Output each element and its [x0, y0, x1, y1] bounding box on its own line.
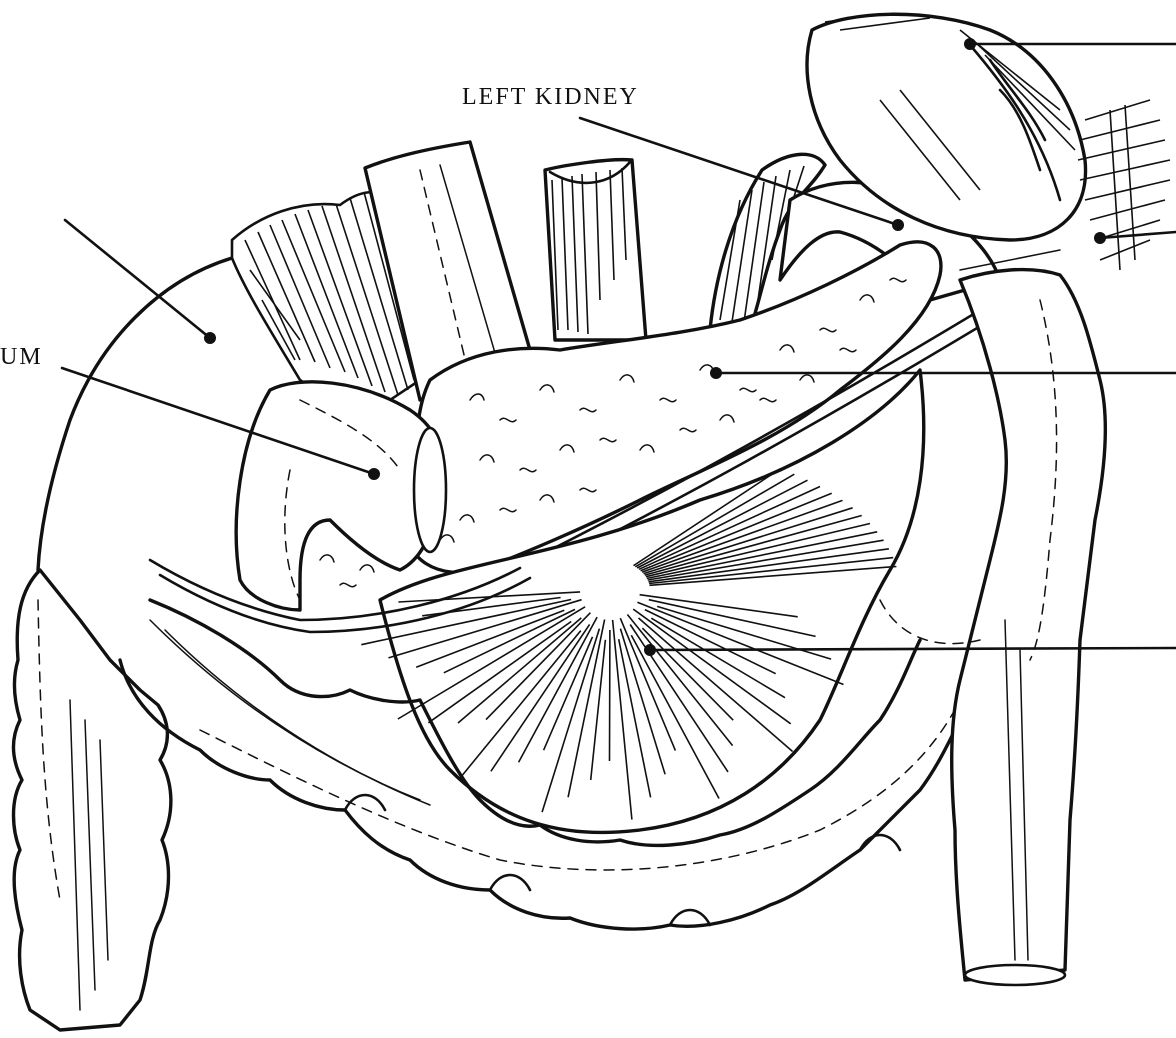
pancreas: [406, 240, 943, 575]
label-left-kidney: LEFT KIDNEY: [462, 84, 639, 110]
mesentery-fan-line: [637, 617, 794, 753]
pointer-dot-diaphragm: [1094, 232, 1106, 244]
aorta: [543, 157, 648, 342]
mesentery-fan-line: [636, 479, 808, 569]
mesentery-fan-line: [633, 467, 781, 567]
mesentery-fan-line: [632, 608, 792, 725]
mesentery-fan-line: [617, 639, 652, 798]
mesentery-fan-line: [619, 617, 677, 751]
mesentery-fan-line: [639, 593, 798, 618]
mesentery-fan-line: [443, 608, 576, 674]
mesentery-fan-line: [637, 601, 844, 686]
mesentery-fan-line: [361, 598, 572, 646]
spleen: [805, 12, 1088, 242]
duodenum: [234, 380, 448, 612]
pointer-dot-duodenum: [368, 468, 380, 480]
mesentery-fan-line: [640, 492, 833, 572]
gastrocolic-line: [148, 558, 532, 634]
mesentery-fan-line: [649, 565, 897, 587]
mesentery-fan-line: [646, 531, 878, 580]
leader-mesentery: [648, 646, 1176, 652]
mesentery-fan-line: [415, 609, 565, 669]
ascending-colon: [11, 568, 173, 1032]
mesentery-fan-line: [648, 548, 890, 583]
leader-liver: [63, 218, 212, 340]
mesentery-fan-line: [647, 539, 884, 581]
mesentery-fan-line: [517, 616, 598, 763]
mesentery-fan-line: [644, 608, 777, 675]
label-duodenum-fragment: UM: [0, 344, 43, 370]
mesentery-fan-line: [630, 634, 720, 799]
leader-left-kidney: [578, 116, 900, 227]
mesentery-fan-line: [645, 522, 871, 578]
posterior-wall-hatched: [230, 191, 422, 422]
mesentery-fan-line: [648, 598, 816, 638]
left-kidney: [708, 152, 1002, 332]
mesentery-fan-line: [542, 636, 594, 751]
inferior-vena-cava: [363, 140, 532, 402]
pointer-dot-pancreas: [710, 367, 722, 379]
diaphragm-hatched: [1077, 99, 1171, 271]
pointer-dot-liver: [204, 332, 216, 344]
pointer-dot-mesentery: [644, 644, 656, 656]
mesentery-fan-line: [649, 556, 894, 585]
mesentery-fan-line: [490, 623, 591, 772]
leader-diaphragm: [1098, 230, 1176, 240]
transverse-colon: [118, 598, 961, 931]
mesentery-fan-line: [650, 617, 786, 699]
mesentery-fan-line: [619, 628, 666, 775]
mesentery-fan-line: [641, 627, 734, 721]
mesentery-fan-line: [397, 606, 586, 720]
mesentery-fan-line: [643, 507, 853, 575]
mesentery-fan-line: [427, 620, 572, 724]
mesentery-fan-line: [457, 617, 582, 724]
mesentery-fan-line: [626, 613, 734, 747]
descending-colon: [879, 267, 1108, 987]
pointer-dot-spleen: [964, 38, 976, 50]
mesentery-fan-line: [460, 630, 582, 778]
mesentery-fan-line: [388, 598, 582, 659]
pointer-dot-left-kidney: [892, 219, 904, 231]
mesentery-fan-line: [641, 499, 843, 573]
mesentery-fan-line: [541, 628, 601, 813]
leader-duodenum: [60, 366, 376, 476]
mesentery-fan-line: [589, 639, 607, 781]
mesentery-fan-line: [567, 619, 606, 798]
mesentery-fan-line: [611, 619, 633, 820]
mesentery-fan-line: [638, 485, 821, 571]
annotation-layer: LEFT KIDNEY UM: [0, 38, 1176, 656]
mesentery-fan-line: [485, 612, 591, 721]
mesentery-fan-line: [634, 473, 795, 568]
mesentery-fan-line: [644, 514, 862, 576]
